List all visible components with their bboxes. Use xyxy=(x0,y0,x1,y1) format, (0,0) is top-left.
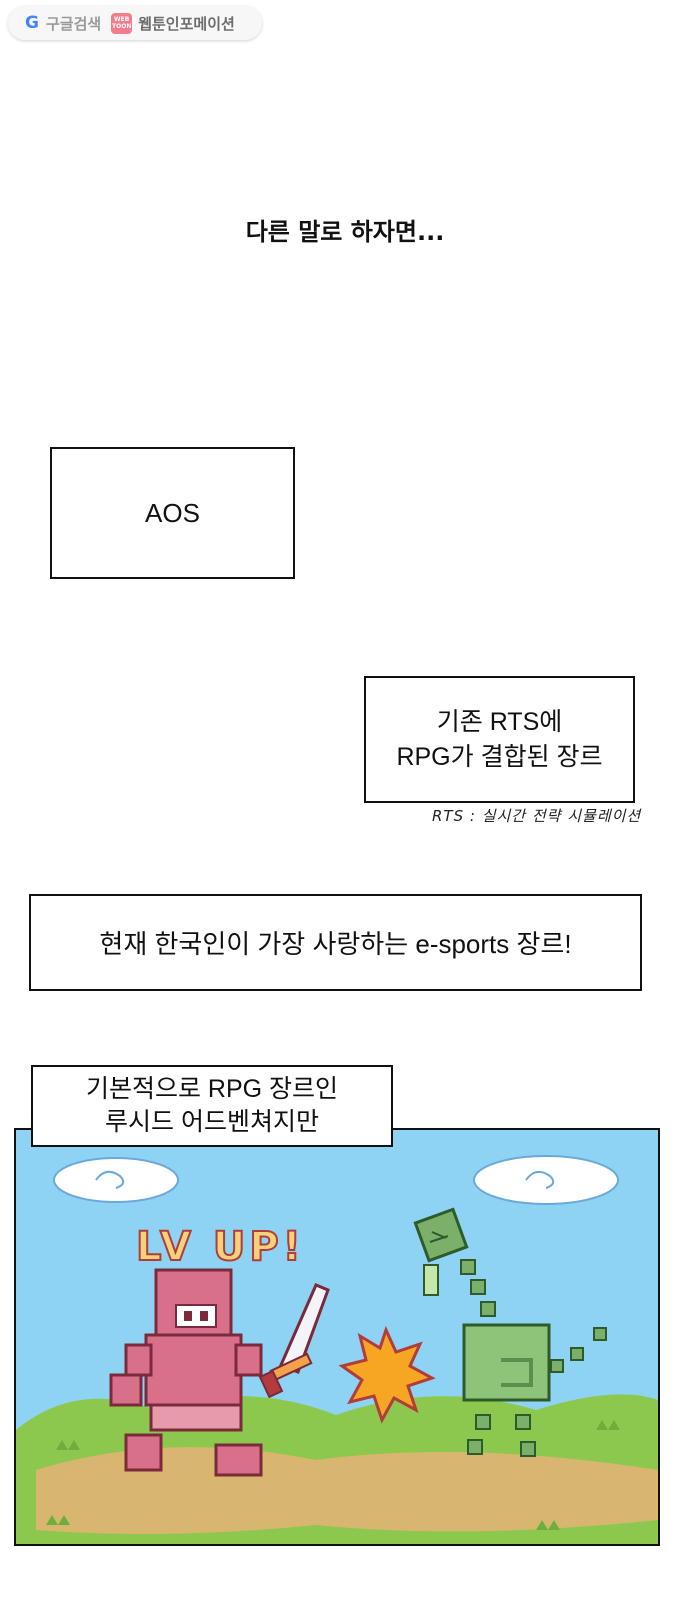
google-search-label[interactable]: 구글검색 xyxy=(46,14,102,33)
intro-caption: 다른 말로 하자면... xyxy=(245,218,445,246)
cloud-right-icon xyxy=(473,1155,619,1205)
impact-burst-icon xyxy=(338,1325,436,1424)
rts-line-2: RPG가 결합된 장르 xyxy=(396,742,603,771)
esports-caption-box: 현재 한국인이 가장 사랑하는 e-sports 장르! xyxy=(29,894,642,991)
rpg-caption-box: 기본적으로 RPG 장르인 루시드 어드벤쳐지만 xyxy=(31,1065,393,1147)
rpg-battle-illustration: LV UP! xyxy=(14,1128,660,1546)
webtoon-logo-icon: WEB TOON xyxy=(111,12,133,34)
aos-caption-box: AOS xyxy=(50,447,295,579)
lv-up-text: LV UP! xyxy=(136,1224,305,1270)
sword-icon xyxy=(258,1283,330,1399)
google-g-icon: G xyxy=(25,13,39,33)
cloud-left-icon xyxy=(53,1157,179,1203)
webtoon-logo-line2: TOON xyxy=(112,23,132,30)
site-badge-bar[interactable]: G 구글검색 WEB TOON 웹툰인포메이션 xyxy=(8,6,262,40)
battle-scene-svg: LV UP! xyxy=(16,1130,658,1544)
rpg-line-2: 루시드 어드벤쳐지만 xyxy=(105,1108,319,1136)
webtoon-logo-line1: WEB xyxy=(114,16,130,23)
rpg-line-1: 기본적으로 RPG 장르인 xyxy=(85,1075,339,1103)
green-monster-icon xyxy=(413,1207,607,1457)
esports-text: 현재 한국인이 가장 사랑하는 e-sports 장르! xyxy=(99,929,572,959)
aos-text: AOS xyxy=(145,497,200,528)
dirt-path xyxy=(36,1447,658,1534)
rts-line-1: 기존 RTS에 xyxy=(436,707,563,736)
site-name-label[interactable]: 웹툰인포메이션 xyxy=(138,14,235,33)
rts-caption-box: 기존 RTS에 RPG가 결합된 장르 xyxy=(364,676,635,803)
pink-knight-icon xyxy=(109,1268,263,1477)
grass-tufts xyxy=(46,1420,620,1530)
rts-footnote: RTS : 실시간 전략 시뮬레이션 xyxy=(432,807,642,825)
